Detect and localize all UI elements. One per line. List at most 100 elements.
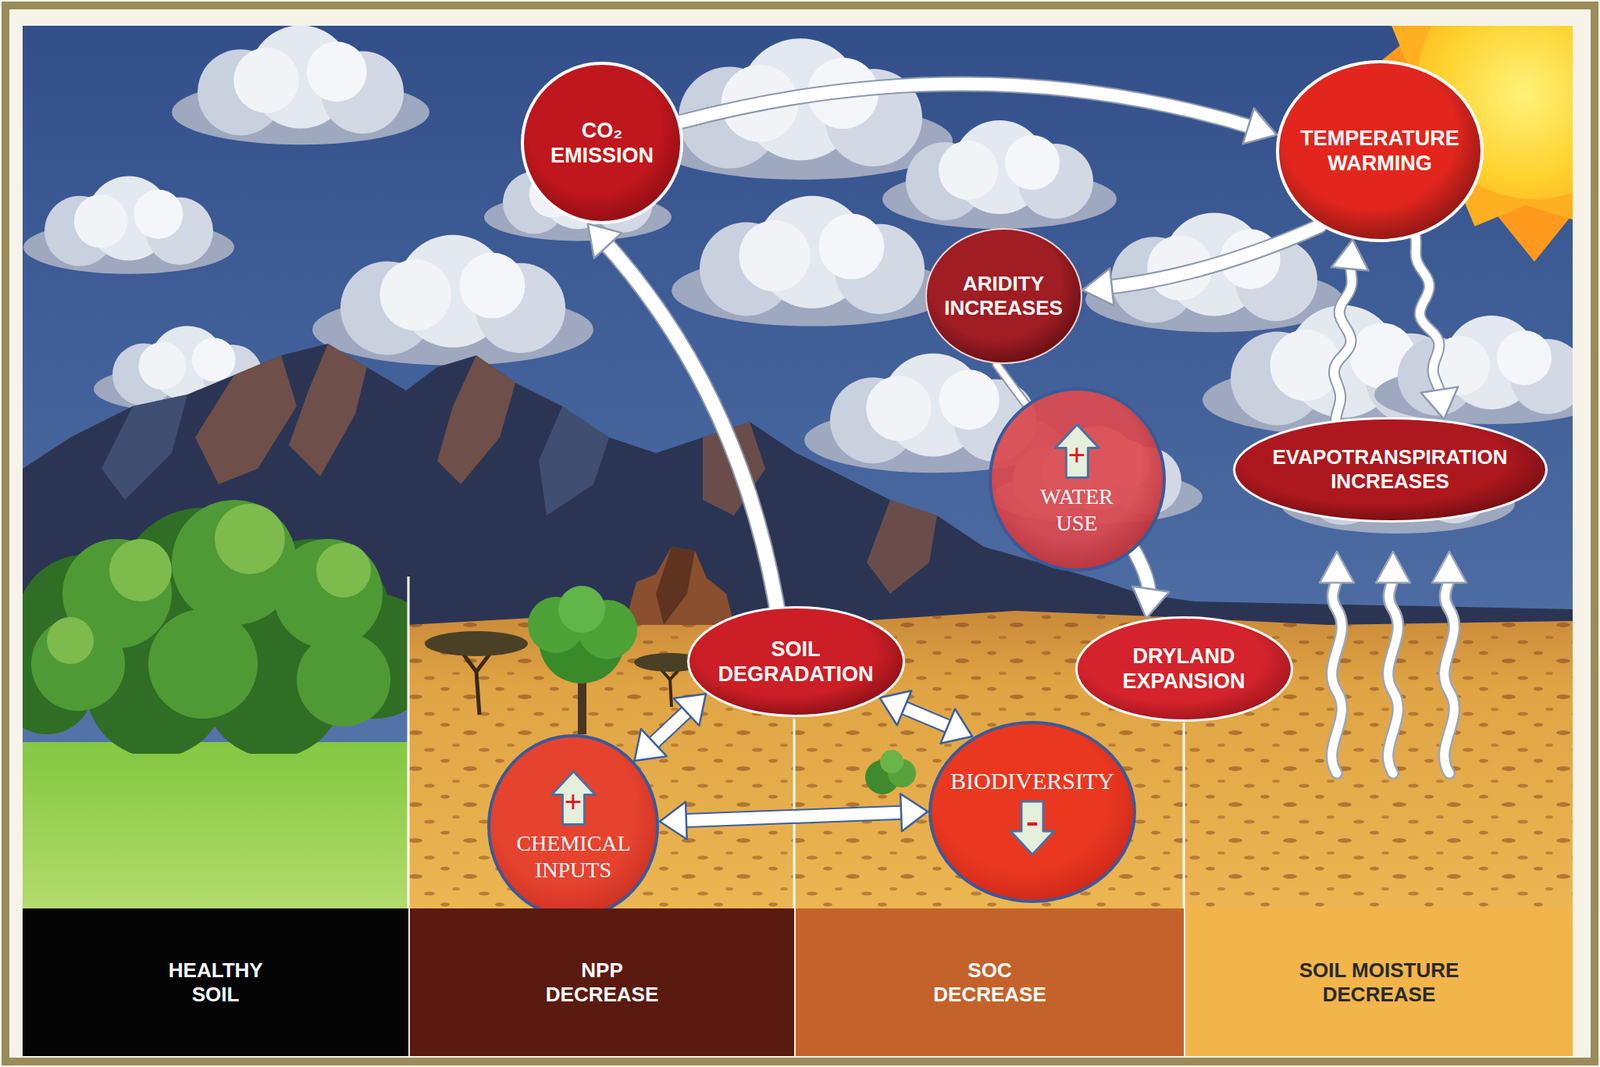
acacia-tree (424, 630, 528, 656)
node-label: TEMPERATURE WARMING (1300, 125, 1460, 177)
biodiversity-circle: BIODIVERSITY - (927, 719, 1137, 904)
shrub (865, 749, 916, 795)
sign-label: + (1053, 439, 1101, 471)
rising-moisture-arrows (1444, 577, 1455, 774)
wavy-flow-arrow (1331, 238, 1369, 419)
arrow-shaft (675, 812, 912, 821)
aridity-circle: ARIDITY INCREASES (924, 227, 1084, 365)
arrow-head (659, 801, 688, 840)
green-tree (527, 585, 638, 735)
ellipse-shape (990, 388, 1165, 571)
mountains (101, 394, 188, 500)
double-arrow (880, 690, 973, 744)
ellipse-shape (1074, 615, 1294, 723)
arrow-head (1132, 585, 1169, 618)
node-content: NPP DECREASE (545, 957, 659, 1006)
flow-arrow (1082, 225, 1320, 306)
band-shape (795, 908, 1184, 1056)
trend-arrow-icon: + (549, 769, 597, 826)
arrow-head (1421, 386, 1458, 419)
flow-arrow (680, 83, 1277, 144)
node-content: EVAPOTRANSPIRATION INCREASES (1272, 445, 1508, 494)
arrow-head (1243, 107, 1277, 144)
ellipse-shape (522, 63, 682, 223)
clouds (171, 25, 430, 145)
soil-degradation-ellipse: SOIL DEGRADATION (686, 605, 906, 718)
arrow-head (1082, 267, 1114, 306)
mountains (288, 343, 368, 477)
healthy-woodland (148, 609, 258, 719)
node-content: TEMPERATURE WARMING (1300, 125, 1460, 177)
node-label: SOIL DEGRADATION (718, 636, 874, 688)
emission-circle: CO₂ EMISSION (520, 60, 685, 225)
warming-circle: TEMPERATURE WARMING (1275, 59, 1485, 243)
clouds (1085, 212, 1344, 332)
healthy-woodland (22, 753, 409, 909)
node-label: EVAPOTRANSPIRATION INCREASES (1272, 445, 1508, 494)
node-label: NPP DECREASE (545, 957, 659, 1006)
rising-moisture-arrows (1332, 577, 1343, 774)
node-content: +WATER USE (1040, 422, 1113, 536)
evapotranspiration-ellipse: EVAPOTRANSPIRATION INCREASES (1232, 416, 1549, 524)
arrow-head (1331, 238, 1369, 271)
healthy-woodland (31, 616, 125, 711)
arrow-shaft-outline (1100, 225, 1320, 289)
arrow-shaft-outline (599, 236, 777, 606)
mountains (866, 499, 938, 594)
arrow-shaft-outline (1415, 236, 1441, 399)
soil-state-band: NPP DECREASE (409, 908, 795, 1056)
panel-dividers (407, 576, 410, 909)
panel-dividers (1183, 722, 1186, 909)
rock-formation (624, 546, 735, 625)
healthy-woodland (22, 499, 409, 909)
arrow-head (880, 690, 913, 725)
shrub (880, 749, 904, 774)
rising-moisture-arrows (1375, 551, 1411, 583)
band-shape (409, 908, 795, 1056)
node-content: CO₂ EMISSION (550, 117, 654, 169)
node-label: HEALTHY SOIL (168, 957, 263, 1006)
sign-label: + (549, 786, 597, 818)
water-use-circle: +WATER USE (987, 386, 1167, 573)
node-content: SOIL DEGRADATION (718, 636, 874, 688)
node-content: DRYLAND EXPANSION (1122, 643, 1245, 695)
picture-frame (5, 5, 1595, 1062)
healthy-woodland (273, 538, 383, 649)
ellipse-shape (486, 733, 660, 920)
ellipse-shape (987, 386, 1167, 573)
ellipse-shape (687, 607, 904, 717)
rising-moisture-arrows (1319, 551, 1355, 583)
node-content: ARIDITY INCREASES (944, 271, 1063, 321)
arrow-shaft (996, 364, 1026, 404)
healthy-woodland (22, 741, 409, 909)
flow-arrow (1132, 550, 1169, 619)
green-tree (558, 585, 606, 633)
trend-arrow-icon: - (1008, 799, 1056, 856)
soil-state-band: HEALTHY SOIL (22, 908, 409, 1056)
rising-moisture-arrows (1388, 577, 1399, 774)
mountains (538, 406, 610, 516)
arrow-shaft-outline (675, 812, 912, 821)
healthy-woodland (214, 503, 286, 574)
arrow-shaft (599, 236, 777, 606)
clouds (648, 38, 953, 180)
arrow-head (940, 709, 973, 744)
ellipse-shape (1275, 59, 1485, 243)
arrow-shaft-outline (680, 83, 1260, 129)
rising-moisture-arrows (1388, 577, 1399, 774)
acacia-tree (459, 646, 496, 715)
healthy-woodland (316, 542, 371, 598)
wavy-flow-arrow (1415, 236, 1458, 419)
node-content: HEALTHY SOIL (168, 957, 263, 1006)
rising-moisture-arrows (1432, 551, 1467, 583)
node-content: + CHEMICAL INPUTS (516, 769, 630, 883)
node-label: SOC DECREASE (933, 957, 1046, 1006)
node-label: CHEMICAL INPUTS (516, 830, 630, 883)
node-label: BIODIVERSITY (950, 766, 1115, 795)
rock-formation (655, 546, 695, 625)
node-label: CO₂ EMISSION (550, 117, 654, 169)
sign-label: - (1008, 802, 1056, 838)
ellipse-shape (930, 722, 1135, 902)
